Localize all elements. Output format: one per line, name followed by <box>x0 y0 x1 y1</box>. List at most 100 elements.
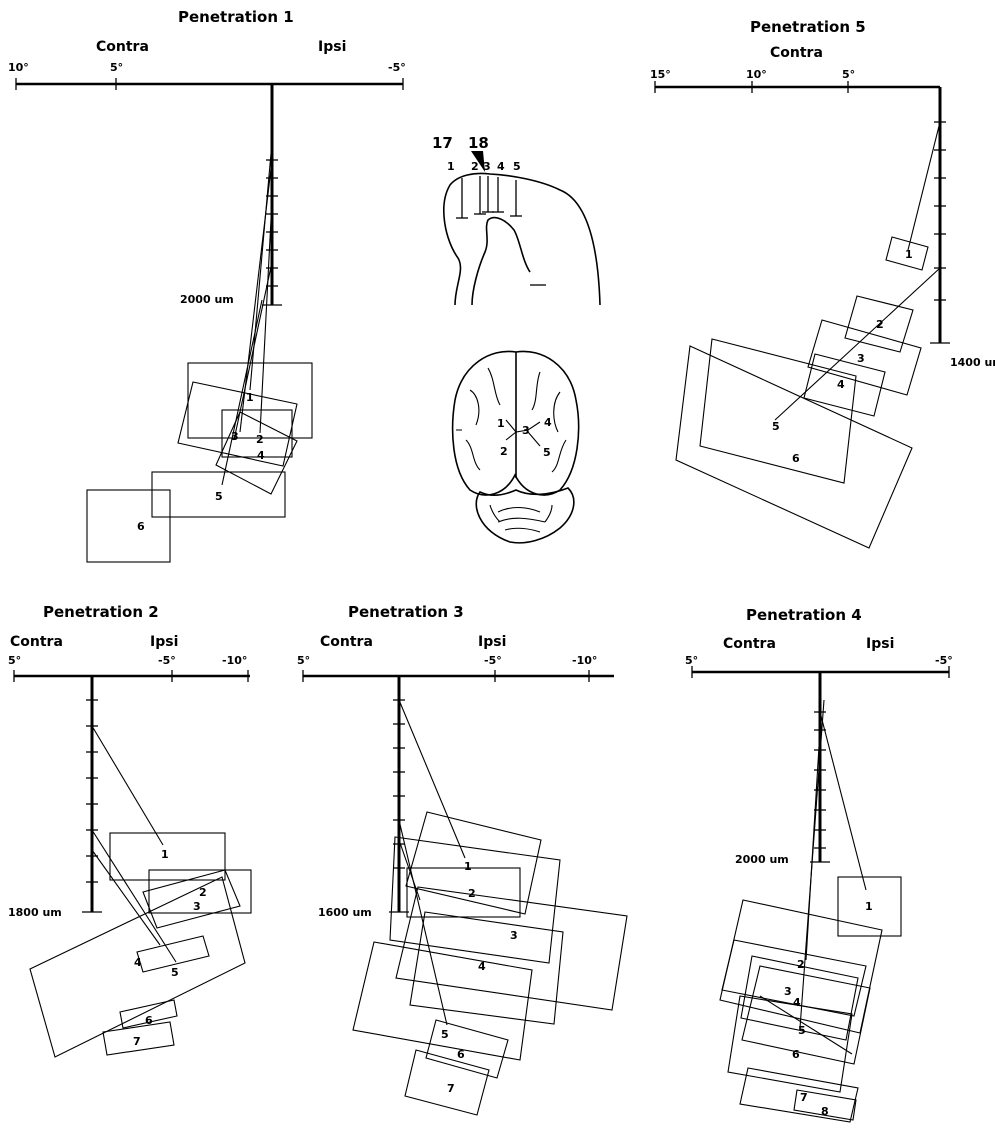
rf-label: 6 <box>792 452 800 465</box>
site-label: 2 <box>471 160 479 173</box>
tick-label: 15° <box>650 68 671 81</box>
rf-label: 5 <box>215 490 223 503</box>
rf-label: 1 <box>464 860 472 873</box>
rf-label: 3 <box>857 352 865 365</box>
site-label: 3 <box>483 160 491 173</box>
recording-site-ticks <box>82 699 102 913</box>
tick-label: -10° <box>222 654 247 667</box>
ipsi-label: Ipsi <box>150 634 178 650</box>
rf-label: 4 <box>837 378 845 391</box>
brain-site-label: 5 <box>543 446 551 459</box>
brain-site-label: 1 <box>497 417 505 430</box>
rf-label: 6 <box>457 1048 465 1061</box>
rf-label: 3 <box>510 929 518 942</box>
rf-center-lines <box>774 121 941 421</box>
rf-label: 1 <box>905 248 913 261</box>
rf-center-lines <box>398 699 466 1026</box>
contra-label: Contra <box>96 39 149 55</box>
area-17-label: 17 <box>432 134 453 152</box>
tick-label: 5° <box>685 654 698 667</box>
panel-penetration-4: Penetration 4 Contra Ipsi 5° -5° 2000 um <box>685 606 953 1123</box>
brain-dorsal-view <box>451 350 580 544</box>
rf-label: 2 <box>256 433 264 446</box>
area-18-label: 18 <box>468 134 489 152</box>
site-label: 5 <box>513 160 521 173</box>
rf-label: 4 <box>793 996 801 1009</box>
panel-title: Penetration 1 <box>178 8 294 26</box>
depth-label: 2000 um <box>180 293 234 306</box>
contra-label: Contra <box>723 636 776 652</box>
panel-title: Penetration 4 <box>746 606 862 624</box>
rf-label: 3 <box>231 430 239 443</box>
tick-label: -5° <box>158 654 176 667</box>
panel-title: Penetration 3 <box>348 603 464 621</box>
panel-penetration-5: Penetration 5 Contra 15° 10° 5° 1400 um <box>650 18 995 549</box>
tick-label: 5° <box>842 68 855 81</box>
rf-label: 3 <box>193 900 201 913</box>
tick-label: 10° <box>746 68 767 81</box>
border-arrow <box>471 151 485 172</box>
receptive-fields <box>86 362 313 563</box>
rf-label: 6 <box>137 520 145 533</box>
rf-center-lines <box>221 141 273 486</box>
panel-title: Penetration 2 <box>43 603 159 621</box>
inset-penetrations <box>456 176 546 286</box>
rf-label: 5 <box>798 1024 806 1037</box>
site-label: 1 <box>447 160 455 173</box>
ipsi-label: Ipsi <box>478 634 506 650</box>
rf-label: 5 <box>441 1028 449 1041</box>
panel-penetration-3: Penetration 3 Contra Ipsi 5° -5° -10° 16… <box>297 603 628 1116</box>
rf-label: 7 <box>800 1091 808 1104</box>
contra-label: Contra <box>10 634 63 650</box>
rf-label: 6 <box>145 1014 153 1027</box>
brain-site-label: 4 <box>544 416 552 429</box>
brain-site-label: 3 <box>522 424 530 437</box>
rf-label: 5 <box>171 966 179 979</box>
tick-label: 5° <box>297 654 310 667</box>
receptive-fields <box>675 236 929 549</box>
rf-label: 2 <box>199 886 207 899</box>
tick-label: -5° <box>935 654 953 667</box>
rf-center-lines <box>91 725 177 963</box>
rf-label: 2 <box>876 318 884 331</box>
contra-label: Contra <box>770 45 823 61</box>
depth-label: 1400 um <box>950 356 995 369</box>
rf-center-lines <box>759 699 867 1055</box>
rf-label: 7 <box>133 1035 141 1048</box>
rf-label: 2 <box>797 958 805 971</box>
rf-label: 8 <box>821 1105 829 1118</box>
rf-label: 7 <box>447 1082 455 1095</box>
ipsi-label: Ipsi <box>318 39 346 55</box>
tick-label: 5° <box>110 61 123 74</box>
tick-label: -5° <box>484 654 502 667</box>
rf-label: 2 <box>468 887 476 900</box>
tick-label: 10° <box>8 61 29 74</box>
receptive-fields <box>352 811 628 1116</box>
rf-label: 3 <box>784 985 792 998</box>
rf-label: 4 <box>134 956 142 969</box>
recording-site-ticks <box>810 711 830 863</box>
depth-label: 1800 um <box>8 906 62 919</box>
panel-penetration-1: Penetration 1 Contra Ipsi 10° 5° -5° 200… <box>8 8 406 563</box>
rf-label: 5 <box>772 420 780 433</box>
tick-label: 5° <box>8 654 21 667</box>
depth-label: 1600 um <box>318 906 372 919</box>
receptive-fields <box>719 876 902 1123</box>
tick-label: -5° <box>388 61 406 74</box>
contra-label: Contra <box>320 634 373 650</box>
rf-label: 4 <box>257 449 265 462</box>
rf-label: 4 <box>478 960 486 973</box>
tick-label: -10° <box>572 654 597 667</box>
rf-label: 1 <box>161 848 169 861</box>
rf-label: 1 <box>246 391 254 404</box>
rf-label: 1 <box>865 900 873 913</box>
panel-title: Penetration 5 <box>750 18 866 36</box>
cortex-section-outline <box>443 172 601 306</box>
receptive-fields <box>29 832 252 1058</box>
inset-anatomy: 17 18 1 2 3 4 5 1 2 3 4 5 <box>432 134 601 544</box>
panel-penetration-2: Penetration 2 Contra Ipsi 5° -5° -10° 18… <box>8 603 252 1058</box>
brain-site-label: 2 <box>500 445 508 458</box>
rf-label: 6 <box>792 1048 800 1061</box>
depth-label: 2000 um <box>735 853 789 866</box>
